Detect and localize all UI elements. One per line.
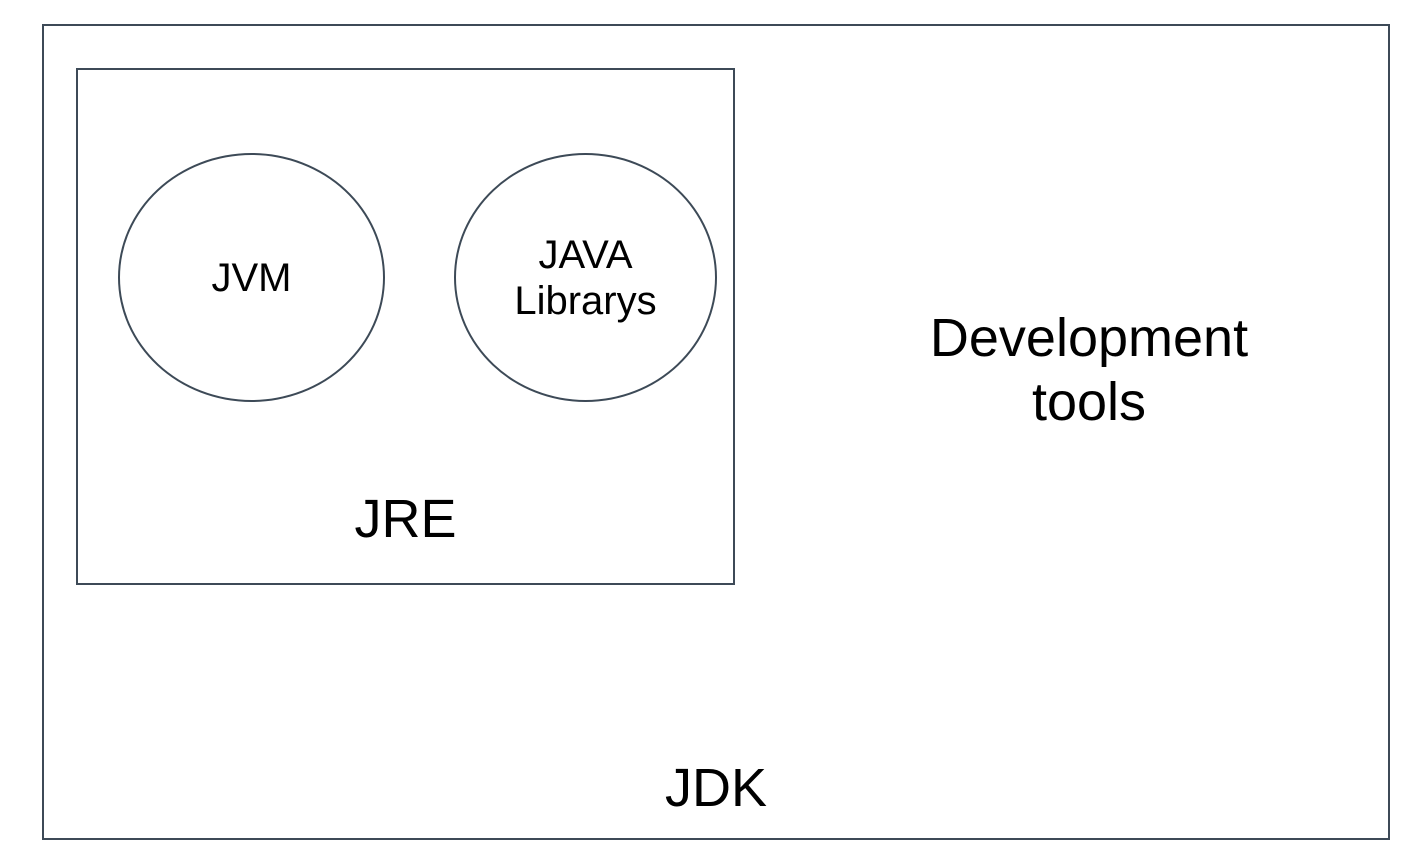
jvm-circle-label: JVM bbox=[211, 255, 292, 300]
jdk-box-label: JDK bbox=[664, 758, 767, 818]
jre-box-label: JRE bbox=[354, 489, 457, 549]
development-tools-label: Development tools bbox=[929, 308, 1249, 432]
jvm-circle: JVM bbox=[118, 153, 385, 402]
java-librarys-circle: JAVA Librarys bbox=[454, 153, 717, 402]
java-librarys-circle-label: JAVA Librarys bbox=[514, 232, 657, 323]
